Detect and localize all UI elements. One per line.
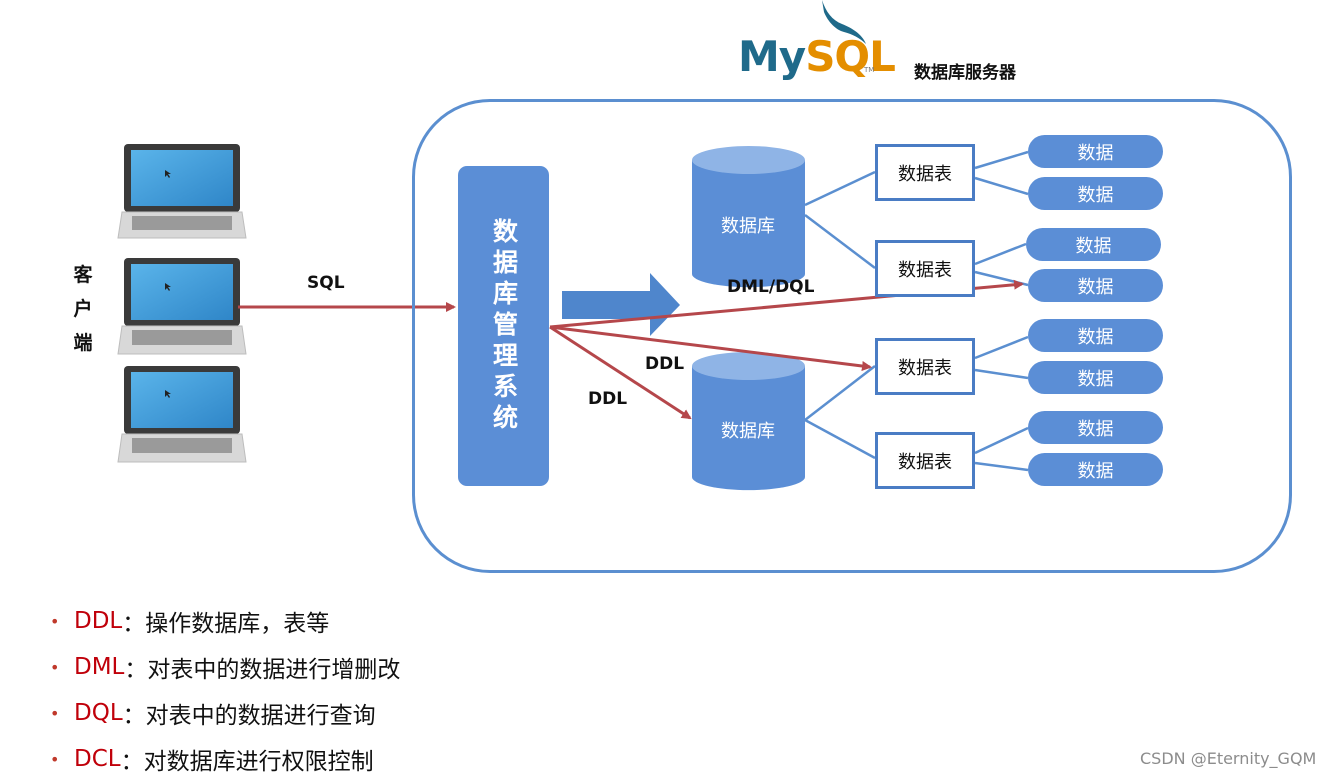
- data-row-pill: 数据: [1028, 319, 1163, 352]
- watermark: CSDN @Eternity_GQM: [1140, 749, 1317, 768]
- bullet-dot-icon: •: [50, 749, 60, 769]
- ddl-label-upper: DDL: [645, 354, 685, 374]
- server-frame: [412, 99, 1292, 573]
- bullet-dot-icon: •: [50, 611, 60, 631]
- list-item: •DML：对表中的数据进行增删改: [50, 654, 401, 683]
- database-cylinder: [692, 146, 805, 288]
- laptop-icon: [117, 366, 247, 463]
- ddl-label-lower: DDL: [588, 389, 628, 409]
- table-box: 数据表: [875, 432, 975, 489]
- data-row-pill: 数据: [1026, 228, 1161, 261]
- data-row-pill: 数据: [1028, 453, 1163, 486]
- server-title: 数据库服务器: [914, 63, 1016, 83]
- laptop-icon: [117, 144, 247, 239]
- bullet-dot-icon: •: [50, 657, 60, 677]
- list-item: •DDL：操作数据库，表等: [50, 608, 330, 637]
- data-row-pill: 数据: [1028, 411, 1163, 444]
- dml-dql-label: DML/DQL: [727, 277, 815, 297]
- sql-category-list: •DDL：操作数据库，表等 •DML：对表中的数据进行增删改 •DQL：对表中的…: [50, 598, 400, 782]
- data-row-pill: 数据: [1028, 135, 1163, 168]
- table-box: 数据表: [875, 338, 975, 395]
- data-row-pill: 数据: [1028, 177, 1163, 210]
- flow-arrow-icon: [562, 273, 680, 336]
- list-item: •DQL：对表中的数据进行查询: [50, 700, 376, 729]
- database-label: 数据库: [721, 421, 775, 442]
- data-row-pill: 数据: [1028, 269, 1163, 302]
- mysql-logo: MySQL: [738, 32, 896, 81]
- table-box: 数据表: [875, 240, 975, 297]
- client-label: 客户端: [73, 264, 93, 354]
- bullet-dot-icon: •: [50, 703, 60, 723]
- database-label: 数据库: [721, 216, 775, 237]
- laptop-icon: [117, 258, 247, 355]
- sql-label: SQL: [307, 273, 345, 293]
- list-item: •DCL：对数据库进行权限控制: [50, 746, 374, 775]
- dbms-block: 数据库管理系统: [458, 166, 549, 486]
- data-row-pill: 数据: [1028, 361, 1163, 394]
- trademark-mark: TM: [864, 66, 875, 74]
- database-cylinder: [692, 352, 805, 491]
- table-box: 数据表: [875, 144, 975, 201]
- connector-lines: [804, 150, 1029, 472]
- dolphin-icon: [822, 0, 866, 44]
